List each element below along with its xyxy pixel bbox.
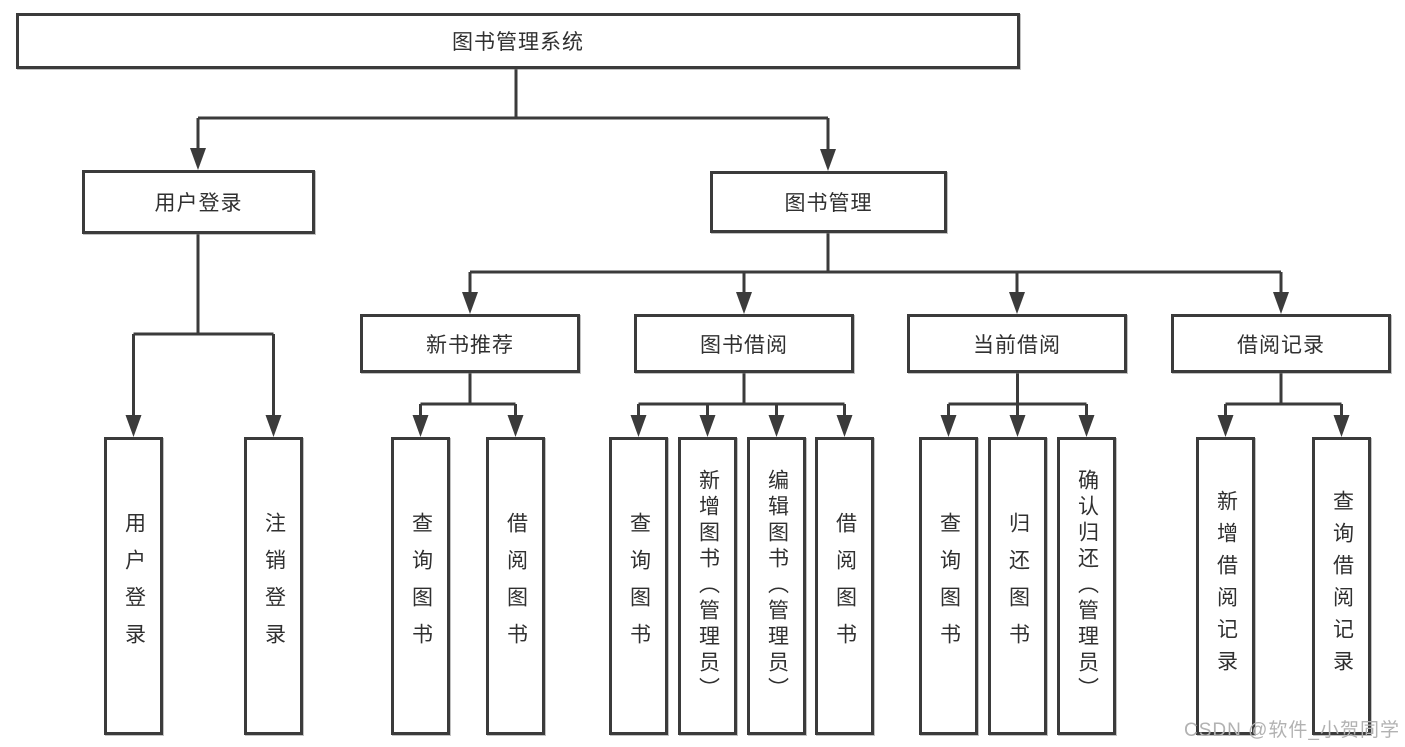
leaf-nb-query-books: 查询图书 [391, 437, 450, 735]
node-root-library-system: 图书管理系统 [16, 13, 1020, 69]
leaf-bb-add-books-admin: 新增图书（管理员） [678, 437, 737, 735]
leaf-bb-edit-books-admin: 编辑图书（管理员） [747, 437, 806, 735]
node-new-book-recommend: 新书推荐 [360, 314, 580, 373]
leaf-cb-confirm-return-admin: 确认归还（管理员） [1057, 437, 1116, 735]
csdn-watermark: CSDN @软件_小贺同学 [1184, 720, 1400, 741]
leaf-nb-borrow-books: 借阅图书 [486, 437, 545, 735]
node-current-borrow: 当前借阅 [907, 314, 1127, 373]
leaf-br-query-record: 查询借阅记录 [1312, 437, 1371, 735]
node-book-borrow: 图书借阅 [634, 314, 854, 373]
leaf-br-add-record: 新增借阅记录 [1196, 437, 1255, 735]
leaf-cb-return-books: 归还图书 [988, 437, 1047, 735]
node-user-login: 用户登录 [82, 170, 315, 234]
leaf-logout: 注销登录 [244, 437, 303, 735]
leaf-bb-borrow-books: 借阅图书 [815, 437, 874, 735]
leaf-cb-query-books: 查询图书 [919, 437, 978, 735]
leaf-user-login: 用户登录 [104, 437, 163, 735]
leaf-bb-query-books: 查询图书 [609, 437, 668, 735]
node-book-management: 图书管理 [710, 171, 947, 233]
node-borrow-records: 借阅记录 [1171, 314, 1391, 373]
